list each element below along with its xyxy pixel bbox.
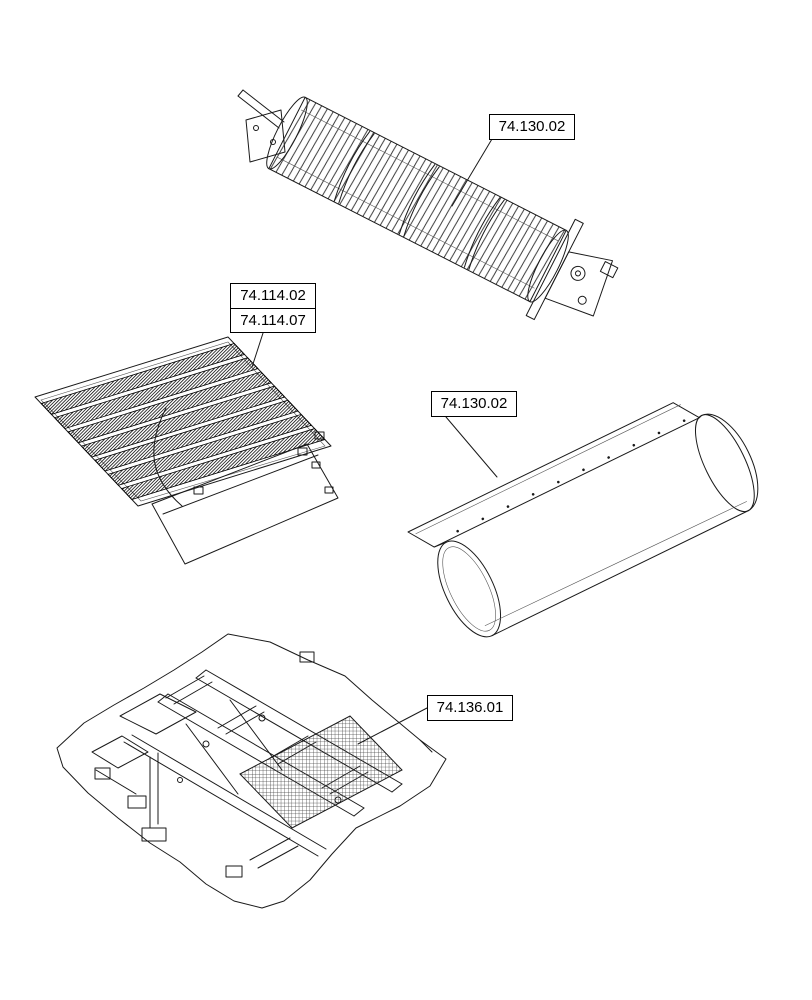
callout-leader-lines — [251, 138, 498, 745]
grate-under-sheet-drawing — [151, 407, 339, 565]
chassis-frame-drawing — [56, 633, 447, 909]
callout-grate-lower[interactable]: 74.114.07 — [230, 307, 316, 333]
grate-panel-drawing — [34, 336, 332, 507]
housing-drawing — [407, 402, 759, 638]
callout-grate-stack: 74.114.02 74.114.07 — [230, 283, 316, 333]
callout-housing[interactable]: 74.130.02 — [431, 391, 517, 417]
blower-rotor-drawing — [237, 89, 619, 321]
callout-blower-rotor[interactable]: 74.130.02 — [489, 114, 575, 140]
callout-grate-upper[interactable]: 74.114.02 — [230, 283, 316, 309]
callout-chassis[interactable]: 74.136.01 — [427, 695, 513, 721]
